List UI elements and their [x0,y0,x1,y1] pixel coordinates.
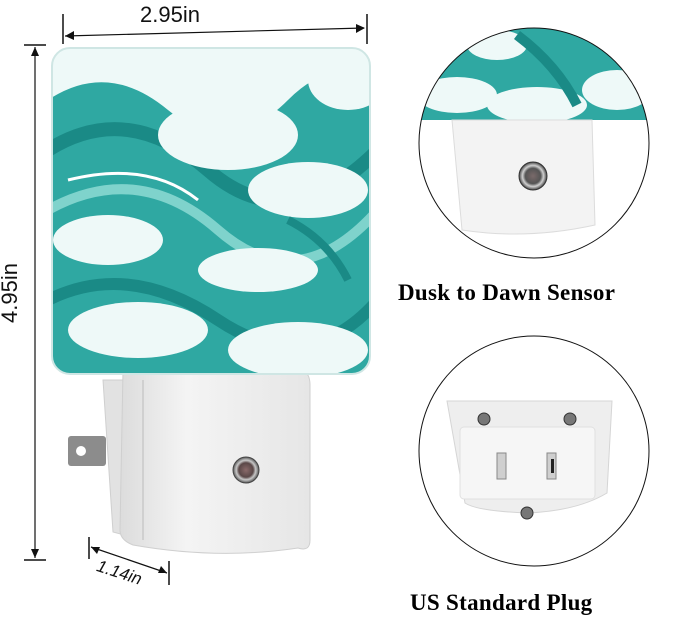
width-arrow-icon [62,14,368,44]
sensor-detail-view [417,25,651,261]
height-label: 4.95in [0,261,23,325]
screw-icon [563,412,577,426]
plug-prong [68,436,106,466]
feature-caption-sensor: Dusk to Dawn Sensor [398,280,616,305]
night-light-product [48,40,378,560]
feature-caption-plug: US Standard Plug [410,590,593,615]
dusk-to-dawn-sensor-icon [518,161,548,191]
plug-prongs-icon [496,452,557,480]
depth-dimension: 1.14in [86,535,186,595]
depth-arrow-icon [88,537,170,585]
height-dimension: 4.95in [0,40,50,565]
width-label: 2.95in [140,2,200,27]
screw-icon [477,412,491,426]
light-sensor-icon [232,456,260,484]
plug-detail-view [417,333,651,569]
height-arrow-icon [24,44,46,561]
screw-icon [520,506,534,520]
night-light-illustration [51,47,371,554]
width-dimension: 2.95in [60,0,372,48]
